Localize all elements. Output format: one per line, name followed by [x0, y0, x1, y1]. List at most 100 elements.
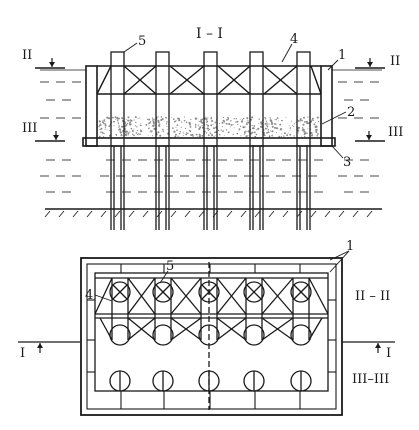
sand-dot	[186, 132, 188, 134]
sand-dot	[118, 123, 120, 125]
sand-dot	[314, 129, 317, 131]
sand-dot	[225, 122, 228, 125]
sand-dot	[269, 117, 271, 119]
sand-dot	[235, 118, 237, 120]
sand-dot	[188, 122, 191, 125]
sand-dot	[297, 126, 300, 129]
sand-dot	[100, 127, 103, 130]
sand-dot	[101, 131, 104, 134]
sand-dot	[251, 127, 254, 130]
sand-dot	[116, 117, 119, 120]
sand-dot	[151, 119, 153, 121]
sand-dot	[245, 135, 248, 138]
sand-dot	[238, 128, 241, 130]
casing-cross	[112, 284, 128, 300]
sand-dot	[199, 133, 201, 135]
sand-dot	[125, 131, 127, 134]
section-title: I – I	[196, 26, 223, 42]
sand-dot	[213, 128, 215, 130]
right-sheet-pile	[320, 65, 333, 147]
sand-dot	[304, 120, 306, 123]
sand-dot	[251, 116, 253, 119]
sand-dot	[197, 118, 199, 120]
sand-dot	[195, 126, 197, 129]
sand-dot	[230, 124, 233, 126]
left-sheet-pile	[85, 65, 98, 147]
sand-dot	[108, 117, 111, 120]
plan-cut-label-left: I	[20, 346, 25, 361]
sand-dot	[268, 132, 270, 133]
mark-iii-left-label: III	[22, 121, 37, 136]
sand-dot	[251, 131, 254, 134]
sand-dot	[166, 128, 168, 130]
casing-upper	[110, 51, 125, 147]
ground-tick	[366, 210, 373, 218]
sand-dot	[266, 124, 268, 126]
sand-dot	[134, 116, 137, 119]
sand-dot	[201, 125, 203, 127]
sand-dot	[194, 123, 197, 126]
sand-dot	[243, 131, 246, 134]
sand-dot	[293, 123, 295, 125]
sand-dot	[197, 136, 199, 138]
sand-dot	[233, 127, 235, 129]
num-4: 4	[290, 32, 298, 47]
sand-dot	[303, 116, 305, 119]
num-5: 5	[138, 34, 146, 49]
sand-dot	[104, 123, 107, 126]
sand-dot	[256, 129, 258, 131]
sand-dot	[207, 125, 210, 127]
sand-dot	[195, 133, 198, 136]
water-lines	[40, 69, 382, 193]
sand-dot	[137, 117, 139, 119]
sand-dot	[223, 134, 225, 136]
sand-dot	[154, 118, 156, 120]
sand-dot	[311, 134, 313, 136]
num-1: 1	[338, 48, 346, 63]
sand-dot	[129, 119, 131, 121]
sand-dot	[201, 135, 203, 137]
num-3: 3	[343, 155, 351, 170]
sand-dot	[297, 119, 300, 122]
sand-dot	[243, 131, 245, 133]
sand-dot	[287, 132, 289, 134]
sand-dot	[183, 116, 185, 118]
sand-dot	[129, 121, 132, 123]
sand-dot	[139, 117, 141, 119]
sand-dot	[153, 119, 155, 121]
truss-diagonal	[310, 65, 322, 95]
sand-dot	[222, 116, 225, 119]
sand-dot	[204, 116, 206, 118]
sand-dot	[260, 122, 263, 125]
sand-dot	[273, 123, 275, 125]
sand-dot	[140, 122, 142, 124]
sand-dot	[222, 119, 225, 122]
sand-dot	[129, 131, 131, 133]
sand-dot	[254, 135, 257, 138]
sand-dot	[210, 124, 213, 127]
sand-dot	[177, 135, 179, 137]
section-mark-iii-right	[355, 131, 385, 142]
sand-dot	[190, 118, 192, 121]
sand-dot	[266, 123, 268, 125]
sand-dot	[98, 135, 101, 138]
plan-leader-1b	[329, 250, 350, 273]
ground-tick	[198, 210, 205, 218]
sand-dot	[129, 123, 132, 126]
sand-dot	[176, 124, 179, 126]
sand-dot	[218, 123, 220, 125]
sand-dot	[124, 121, 126, 123]
sand-dot	[192, 134, 194, 136]
sand-dot	[307, 128, 309, 130]
sand-dot	[115, 134, 118, 137]
sand-dot	[116, 119, 119, 122]
ground-tick	[282, 210, 289, 218]
section-mark-ii-right	[355, 58, 385, 69]
ground-tick	[324, 210, 331, 218]
sand-dot	[299, 120, 302, 122]
ground-hatch	[44, 210, 373, 218]
sand-dot	[239, 118, 241, 120]
truss-diagonals	[96, 65, 322, 95]
sand-dot	[289, 129, 291, 131]
sand-dot	[190, 134, 193, 136]
